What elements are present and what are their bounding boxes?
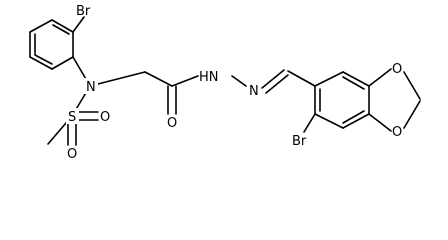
atom-o-sulfonyl-bottom: O (67, 147, 77, 162)
bond-n-ch2 (89, 71, 146, 87)
bond (314, 113, 344, 129)
bond-ch2-o (403, 100, 421, 129)
bond-n-ch (265, 74, 289, 94)
atom-n-imine: N (249, 84, 259, 99)
bond (29, 56, 53, 70)
bond-c-br (72, 16, 85, 33)
bond-ring-o-top (368, 68, 392, 87)
atom-o-dioxole-bottom: O (392, 125, 402, 140)
bond-ch-ring (287, 70, 316, 87)
bromophenyl-ring (29, 19, 74, 70)
bond-o-ch2 (403, 71, 421, 100)
bond (29, 19, 53, 33)
atom-o-carbonyl: O (167, 116, 177, 131)
atom-br-bottom: Br (292, 134, 307, 149)
bond-nh-n (231, 75, 247, 87)
benzodioxole-ring (314, 71, 370, 129)
double-bond-inner (34, 54, 53, 65)
double-bond-inner (342, 76, 365, 90)
bond (342, 71, 370, 87)
atom-o-dioxole-top: O (392, 62, 402, 77)
bond-n-ch (261, 69, 285, 89)
double-bond-inner (52, 24, 70, 35)
atom-s: S (68, 110, 76, 125)
double-bond-inner (342, 110, 365, 124)
label-bg (84, 78, 98, 94)
molecule-drawing: Br N S O O O HN N O O Br (29, 4, 421, 162)
bond-c-br-lower (303, 113, 316, 133)
bond (51, 56, 74, 70)
structure-canvas: Br N S O O O HN N O O Br (29, 4, 421, 162)
atom-nh: HN (199, 70, 219, 85)
label-bg (66, 108, 79, 124)
bond (51, 19, 74, 33)
atom-n-amine: N (86, 80, 96, 95)
atom-o-sulfonyl-right: O (100, 110, 110, 125)
bond (342, 113, 370, 129)
bond-ch2-co (144, 71, 173, 87)
atom-br-top: Br (76, 4, 91, 19)
bond-ring-o-bottom (368, 113, 392, 132)
bond-c-nh (171, 75, 199, 87)
bond (314, 71, 344, 87)
